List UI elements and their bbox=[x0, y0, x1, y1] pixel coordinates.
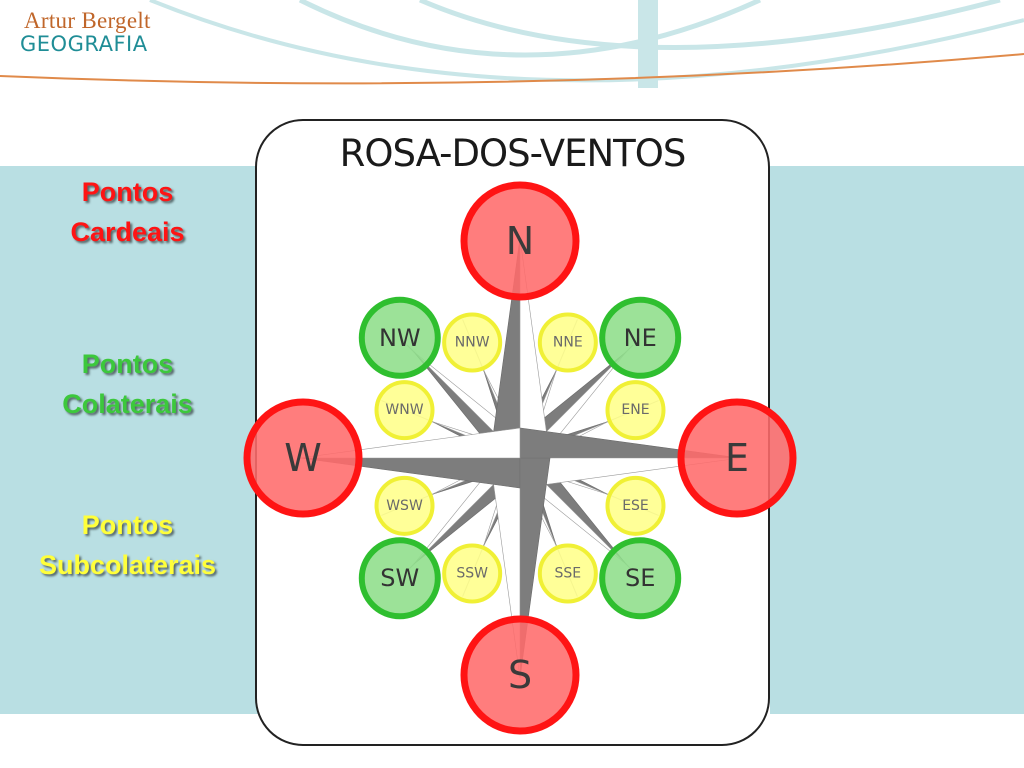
logo-subject: GEOGRAFIA bbox=[20, 32, 148, 56]
header-arc-1 bbox=[149, 0, 1024, 83]
label-colaterais-line-1: Pontos bbox=[81, 349, 174, 379]
compass-title: ROSA-DOS-VENTOS bbox=[339, 132, 687, 175]
left-band bbox=[0, 166, 258, 714]
label-subcolaterais-line-1: Pontos bbox=[81, 510, 174, 540]
header-arc-3 bbox=[419, 0, 1001, 50]
right-band bbox=[770, 166, 1024, 714]
compass-card bbox=[255, 119, 770, 746]
header-orange-line bbox=[0, 53, 1024, 85]
logo-author: Artur Bergelt bbox=[24, 8, 151, 33]
label-colaterais-line-2: Colaterais bbox=[62, 389, 193, 419]
label-pontos-cardeais: Pontos Cardeais bbox=[0, 172, 255, 252]
header-meridian bbox=[638, 0, 658, 88]
label-subcolaterais-line-2: Subcolaterais bbox=[38, 550, 217, 580]
header-arc-2 bbox=[298, 0, 762, 58]
label-cardeais-line-2: Cardeais bbox=[70, 217, 185, 247]
label-cardeais-line-1: Pontos bbox=[81, 177, 174, 207]
label-pontos-colaterais: Pontos Colaterais bbox=[0, 344, 255, 424]
label-pontos-subcolaterais: Pontos Subcolaterais bbox=[0, 505, 255, 585]
header-decoration bbox=[0, 0, 1024, 88]
